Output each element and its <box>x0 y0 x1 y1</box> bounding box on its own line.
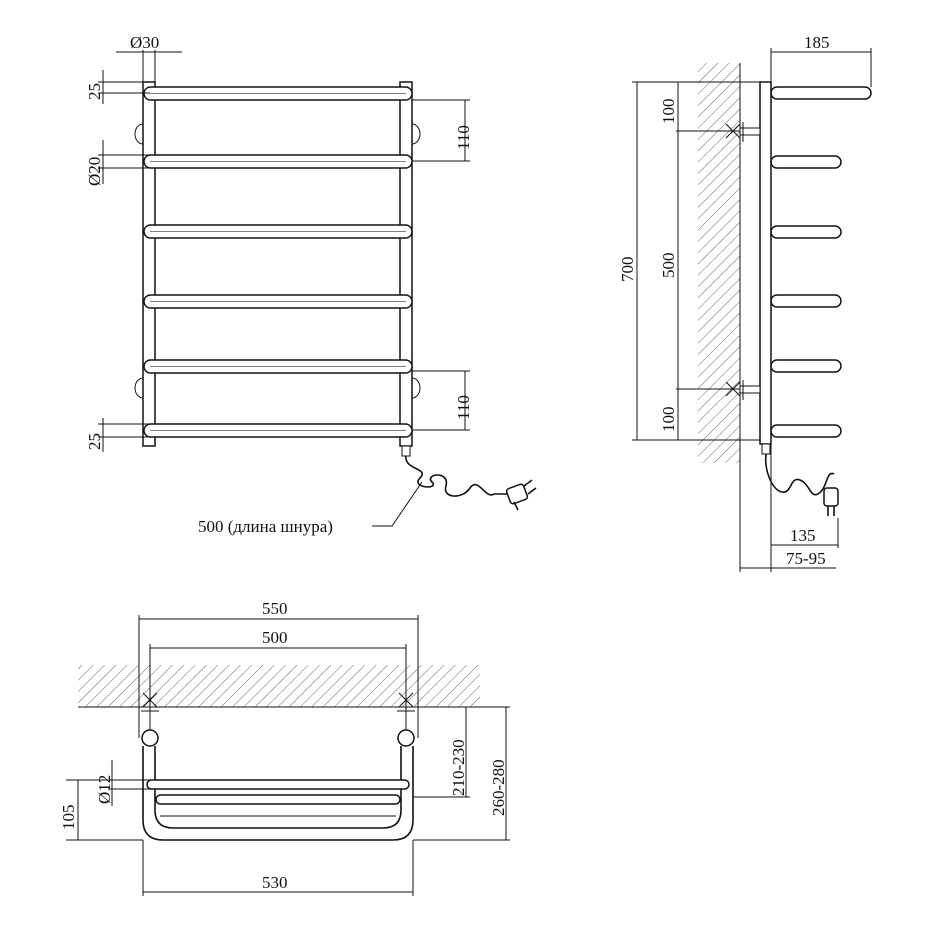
wall-distance-dim: 75-95 <box>786 549 826 568</box>
shelf-bar-back <box>146 779 410 790</box>
shelf-diameter-dim: Ø12 <box>95 775 114 804</box>
shelf-inner-loop <box>154 746 402 829</box>
side-bars <box>770 86 872 438</box>
mount-right-top <box>411 123 421 145</box>
shelf-width-dim: 530 <box>262 873 288 892</box>
side-plug-icon <box>823 487 839 516</box>
left-post <box>142 81 156 447</box>
depth-max-dim: 260-280 <box>489 759 508 816</box>
side-power-cord <box>764 453 835 496</box>
front-bars <box>143 86 413 438</box>
side-post <box>759 81 772 445</box>
side-view: 185 700 100 500 100 135 75-95 <box>618 33 872 572</box>
side-bracket-top <box>724 122 761 142</box>
depth-min-dim: 210-230 <box>449 739 468 796</box>
front-view: 500 (длина шнура) Ø30 25 Ø20 110 110 25 <box>85 33 537 536</box>
wall-hatch-side <box>698 63 740 463</box>
mount-right-bottom <box>411 377 421 399</box>
top-gap-dim: 100 <box>659 99 678 125</box>
overall-width-dim: 550 <box>262 599 288 618</box>
top-mount-dim: 110 <box>454 125 473 150</box>
shelf-outer-loop <box>142 746 414 841</box>
bar-diameter-dim: Ø20 <box>85 157 104 186</box>
wall-hatch-top <box>78 665 480 707</box>
mount-width-dim: 500 <box>262 628 288 647</box>
bottom-offset-dim: 25 <box>85 433 104 450</box>
mount-spacing-dim: 500 <box>659 253 678 279</box>
cord-length-label: 500 (длина шнура) <box>198 517 333 536</box>
top-offset-dim: 25 <box>85 83 104 100</box>
right-post <box>399 81 413 447</box>
power-cord <box>405 455 510 497</box>
side-heater-stub <box>761 443 771 455</box>
top-view: 550 500 530 Ø12 105 210-230 260-280 <box>59 599 510 896</box>
bottom-mount-dim: 110 <box>454 395 473 420</box>
post-diameter-dim: Ø30 <box>130 33 159 52</box>
plug-icon <box>505 479 537 511</box>
side-bracket-bottom <box>724 380 761 400</box>
bottom-gap-dim: 100 <box>659 407 678 433</box>
heater-stub <box>401 445 411 457</box>
shelf-depth-dim: 105 <box>59 805 78 831</box>
mount-left-bottom <box>134 377 144 399</box>
top-mount-left <box>141 690 159 747</box>
mount-left-top <box>134 123 144 145</box>
top-mount-right <box>397 690 415 747</box>
plug-depth-dim: 135 <box>790 526 816 545</box>
height-dim: 700 <box>618 257 637 283</box>
shelf-bar-front <box>155 794 401 805</box>
depth-dim: 185 <box>804 33 830 52</box>
